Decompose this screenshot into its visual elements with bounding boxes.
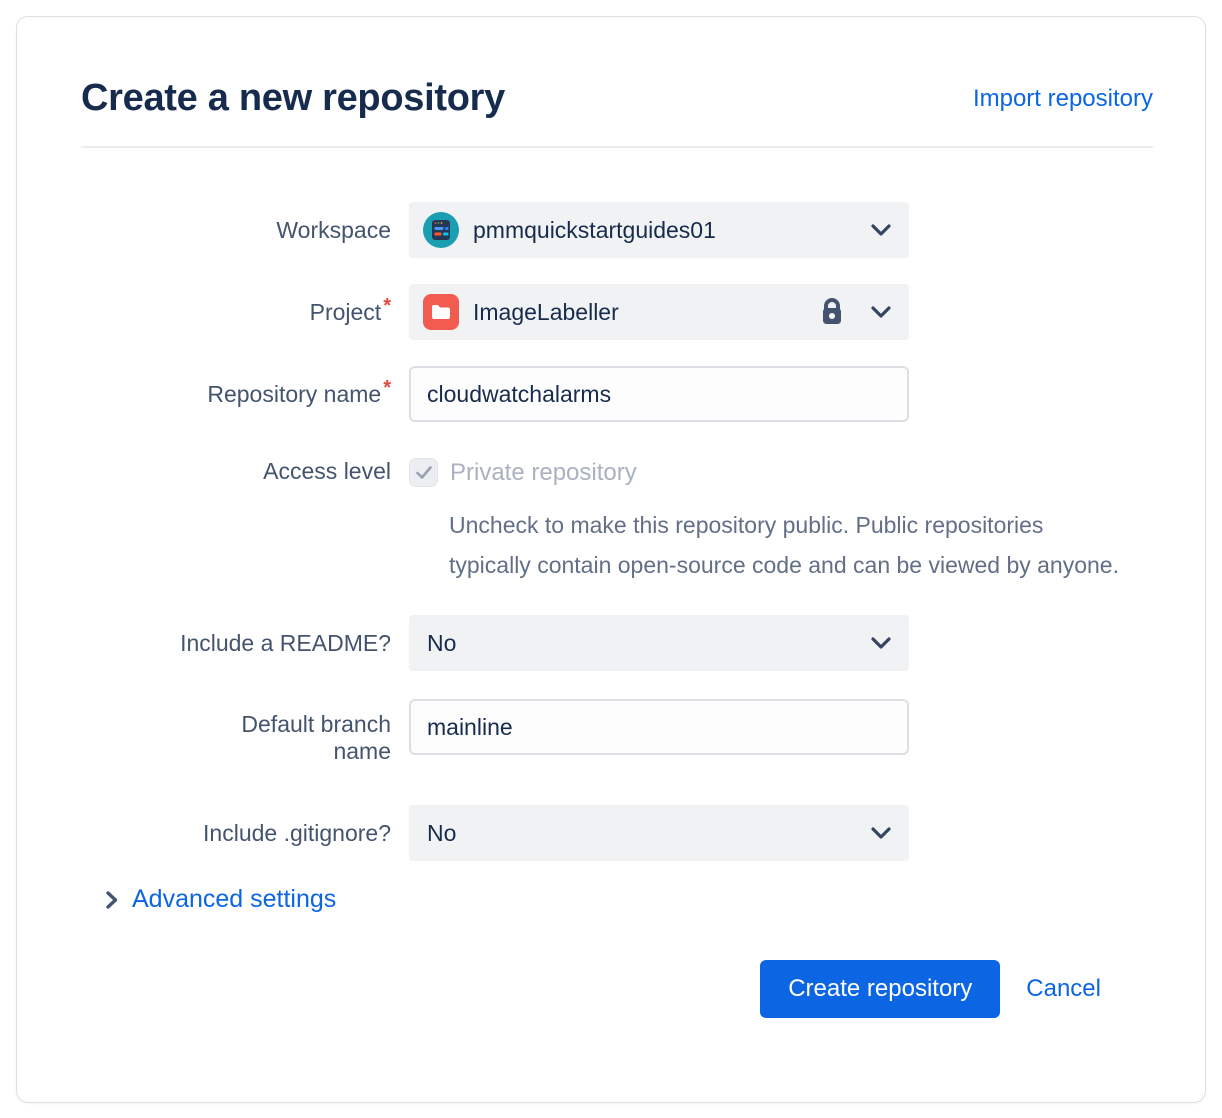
advanced-settings-toggle[interactable]: Advanced settings — [105, 885, 1153, 914]
chevron-down-icon — [871, 827, 891, 839]
workspace-row: Workspace pmmquickstartguides01 — [81, 202, 1153, 258]
workspace-avatar-icon — [423, 212, 459, 248]
include-gitignore-value: No — [427, 819, 457, 846]
repository-name-label: Repository name* — [207, 376, 391, 407]
workspace-value: pmmquickstartguides01 — [473, 216, 716, 243]
private-repository-label: Private repository — [450, 458, 637, 486]
include-readme-value: No — [427, 629, 457, 656]
cancel-button[interactable]: Cancel — [1026, 975, 1101, 1002]
project-label: Project* — [309, 294, 391, 325]
include-gitignore-row: Include .gitignore? No — [81, 805, 1153, 861]
default-branch-label: Default branch name — [241, 711, 391, 764]
chevron-right-icon — [106, 890, 118, 909]
repository-name-input[interactable] — [409, 366, 909, 422]
create-repository-button[interactable]: Create repository — [760, 960, 1001, 1018]
project-select[interactable]: ImageLabeller — [409, 284, 909, 340]
include-gitignore-select[interactable]: No — [409, 805, 909, 861]
chevron-down-icon — [871, 637, 891, 649]
private-repository-checkbox[interactable] — [409, 458, 438, 487]
checkmark-icon — [415, 466, 432, 479]
workspace-label: Workspace — [276, 216, 391, 243]
chevron-down-icon — [871, 306, 891, 318]
create-repository-dialog: Create a new repository Import repositor… — [16, 16, 1206, 1103]
project-row: Project* ImageLabeller — [81, 284, 1153, 340]
access-level-label: Access level — [263, 458, 391, 484]
advanced-settings-label: Advanced settings — [132, 885, 337, 913]
import-repository-link[interactable]: Import repository — [972, 84, 1153, 112]
project-avatar-icon — [423, 294, 459, 330]
access-level-help-text: Uncheck to make this repository public. … — [449, 512, 1119, 578]
include-readme-select[interactable]: No — [409, 615, 909, 671]
default-branch-input[interactable] — [409, 699, 909, 755]
lock-icon — [823, 298, 841, 324]
include-gitignore-label: Include .gitignore? — [203, 819, 391, 846]
required-asterisk: * — [383, 294, 391, 317]
repository-name-row: Repository name* — [81, 366, 1153, 422]
workspace-select[interactable]: pmmquickstartguides01 — [409, 202, 909, 258]
default-branch-row: Default branch name — [81, 699, 1153, 765]
dialog-header: Create a new repository Import repositor… — [81, 77, 1153, 120]
include-readme-row: Include a README? No — [81, 615, 1153, 671]
project-value: ImageLabeller — [473, 298, 619, 325]
chevron-down-icon — [871, 224, 891, 236]
dialog-actions: Create repository Cancel — [81, 960, 1101, 1018]
page-title: Create a new repository — [81, 77, 505, 119]
include-readme-label: Include a README? — [180, 629, 391, 656]
access-level-row: Access level Private repository Uncheck … — [81, 448, 1153, 587]
required-asterisk: * — [383, 376, 391, 399]
header-divider — [81, 146, 1153, 148]
